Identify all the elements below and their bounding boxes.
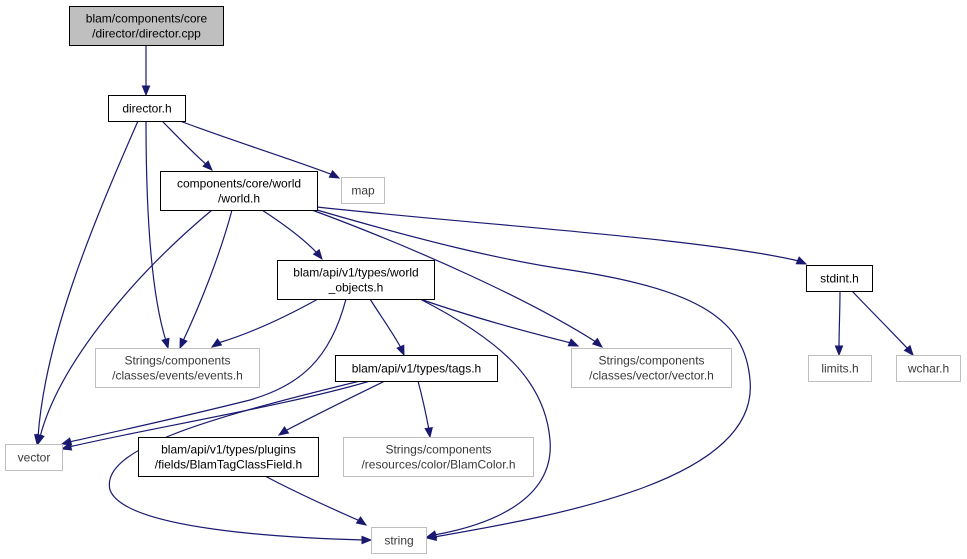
arrowhead-stdint-to-wchar (903, 344, 914, 357)
arrowhead-wo-to-vectorh (567, 338, 580, 347)
node-world-objects-h[interactable]: blam/api/v1/types/world_objects.h (277, 260, 435, 300)
edge-world-to-worldobjects (261, 209, 319, 255)
node-stdint-h[interactable]: stdint.h (806, 265, 873, 292)
edge-director-to-events (145, 120, 167, 342)
node-label-line: blam/api/v1/types/world (293, 266, 418, 280)
node-label-line: blam/api/v1/types/tags.h (352, 362, 481, 376)
node-director-cpp[interactable]: blam/components/core/director/director.c… (69, 6, 224, 46)
node-string[interactable]: string (371, 527, 427, 554)
node-label-line: components/core/world (177, 177, 301, 191)
arrowhead-world-to-vectorh (591, 337, 604, 348)
node-label-line: /director/director.cpp (92, 27, 201, 41)
node-label-line: vector (18, 451, 51, 465)
edge-blamtag-to-string (264, 475, 361, 522)
node-box (571, 348, 732, 388)
arrowhead-wo-to-tags (396, 344, 405, 357)
node-label-line: blam/api/v1/types/plugins (161, 443, 296, 457)
edge-wo-to-vectorh (419, 298, 572, 344)
node-label-line: _objects.h (328, 281, 384, 295)
node-vector-h[interactable]: Strings/components/classes/vector/vector… (571, 348, 732, 388)
node-box (808, 355, 872, 382)
arrowhead-director-to-map (328, 169, 341, 179)
node-label-line: map (351, 184, 375, 198)
arrowhead-world-to-events (179, 337, 188, 350)
node-box (277, 260, 435, 300)
node-box (5, 444, 63, 471)
node-label-line: director.h (122, 102, 171, 116)
node-label-line: wchar.h (907, 362, 949, 376)
edge-director-to-map (179, 120, 334, 176)
node-world-h[interactable]: components/core/world/world.h (160, 171, 318, 211)
arrowhead-wo-to-events (210, 338, 223, 348)
edge-tags-to-vector (68, 380, 371, 448)
node-label-line: /resources/color/BlamColor.h (361, 458, 515, 472)
arrowhead-cpp-to-director (141, 85, 151, 97)
node-box (95, 348, 260, 388)
edge-world-to-stdint (316, 206, 800, 262)
edge-director-to-vector (37, 120, 139, 438)
arrowhead-tags-to-string (361, 535, 373, 545)
node-map[interactable]: map (341, 177, 385, 204)
arrowhead-wo-to-string (425, 530, 438, 539)
node-label-line: Strings/components (385, 443, 491, 457)
node-box (160, 171, 318, 211)
edge-director-to-world (161, 120, 208, 166)
edge-tags-to-string (108, 380, 365, 541)
edge-wo-to-events (217, 298, 319, 344)
arrowhead-blamtag-to-string (355, 516, 368, 526)
arrowhead-tags-to-vector (60, 442, 73, 451)
arrowhead-director-to-world (202, 160, 213, 171)
node-label-line: /world.h (218, 192, 260, 206)
edge-world-to-vector (39, 209, 213, 438)
node-box (341, 177, 385, 204)
node-blamtagclassfield-h[interactable]: blam/api/v1/types/plugins/fields/BlamTag… (138, 437, 319, 477)
node-label-line: stdint.h (820, 272, 859, 286)
arrowhead-world-to-vector (36, 433, 45, 446)
edge-world-to-events (182, 209, 233, 342)
node-label-line: Strings/components (598, 354, 704, 368)
edge-stdint-to-wchar (851, 290, 909, 350)
node-box (896, 355, 961, 382)
node-limits-h[interactable]: limits.h (808, 355, 872, 382)
edge-tags-to-blamtag (284, 380, 386, 432)
arrowhead-tags-to-blamtag (277, 426, 290, 436)
edge-wo-to-vector (68, 298, 347, 443)
node-events-h[interactable]: Strings/components/classes/events/events… (95, 348, 260, 388)
node-blamcolor-h[interactable]: Strings/components/resources/color/BlamC… (343, 437, 534, 477)
edge-wo-to-tags (369, 298, 402, 349)
arrowhead-world-to-worldobjects (312, 248, 323, 261)
edge-world-to-string (316, 209, 751, 538)
node-box (371, 527, 427, 554)
node-label-line: blam/components/core (86, 12, 208, 26)
arrowhead-director-to-events (161, 337, 170, 350)
node-vector[interactable]: vector (5, 444, 63, 471)
node-wchar-h[interactable]: wchar.h (896, 355, 961, 382)
node-box (69, 6, 224, 46)
edge-wo-to-string (419, 298, 551, 536)
arrowhead-world-to-stdint (795, 256, 808, 265)
node-tags-h[interactable]: blam/api/v1/types/tags.h (335, 355, 498, 382)
node-label-line: /classes/events/events.h (112, 369, 243, 383)
graph-edges (34, 45, 914, 545)
node-label-line: /fields/BlamTagClassField.h (155, 458, 302, 472)
node-box (138, 437, 319, 477)
node-label-line: Strings/components (124, 354, 230, 368)
edge-stdint-to-limits (838, 290, 841, 350)
node-box (806, 265, 873, 292)
node-label-line: string (384, 534, 413, 548)
node-box (335, 355, 498, 382)
node-label-line: /classes/vector/vector.h (589, 369, 714, 383)
graph-nodes: blam/components/core/director/director.c… (5, 6, 961, 554)
node-label-line: limits.h (821, 362, 858, 376)
node-box (108, 95, 186, 122)
arrowhead-tags-to-blamcolor (424, 426, 433, 439)
node-box (343, 437, 534, 477)
node-director-h[interactable]: director.h (108, 95, 186, 122)
arrowhead-stdint-to-limits (834, 345, 844, 357)
edge-world-to-vectorh (311, 209, 597, 343)
edge-tags-to-blamcolor (417, 380, 430, 431)
